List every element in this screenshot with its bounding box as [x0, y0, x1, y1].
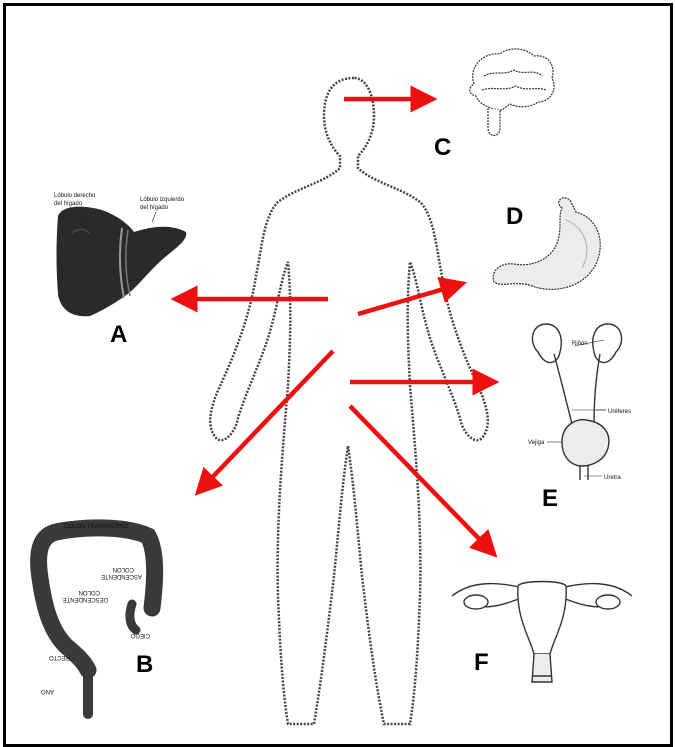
- human-body-outline: [210, 78, 488, 724]
- letter-e: E: [542, 485, 558, 512]
- brain-illustration: [470, 49, 554, 136]
- liver-left-lobe-label-2: del hígado: [140, 205, 169, 211]
- liver-right-lobe-label-2: del hígado: [54, 201, 83, 207]
- letter-b: B: [136, 651, 153, 678]
- organ-diagram: Lóbulo derecho del hígado Lóbulo izquier…: [6, 6, 670, 744]
- colon-descendente-label-2: DESCENDENTE: [63, 596, 108, 602]
- colon-transverso-label: COLON TRANSVERSO: [64, 524, 129, 530]
- liver-illustration: [57, 207, 187, 317]
- colon-illustration: [39, 528, 155, 714]
- liver-left-lobe-label-1: Lóbulo izquierdo: [140, 197, 185, 203]
- liver-right-lobe-label-1: Lóbulo derecho: [54, 193, 96, 199]
- urethra-label: Uretra: [604, 475, 621, 481]
- colon-ano-label: ANO: [41, 688, 54, 694]
- letter-f: F: [474, 649, 489, 676]
- arrow-to-colon: [204, 351, 333, 486]
- letter-c: C: [434, 134, 451, 161]
- letter-a: A: [110, 321, 127, 348]
- colon-ascendente-label-1: COLON: [113, 566, 134, 572]
- kidney-label: Riñón: [572, 341, 588, 347]
- colon-ciego-label: CIEGO: [130, 632, 150, 638]
- ureter-label: Uréteres: [608, 409, 631, 415]
- diagram-frame: Lóbulo derecho del hígado Lóbulo izquier…: [3, 3, 673, 747]
- colon-ascendente-label-2: ASCENDENTE: [101, 573, 142, 579]
- arrow-to-uterus: [350, 406, 488, 548]
- arrows: [184, 99, 488, 548]
- arrow-to-stomach: [358, 286, 454, 314]
- colon-recto-label: RECTO: [49, 654, 70, 660]
- bladder-label: Vejiga: [528, 440, 545, 446]
- letter-d: D: [506, 203, 523, 230]
- urinary-system-illustration: [532, 324, 621, 480]
- colon-descendente-label-1: COLON: [79, 589, 100, 595]
